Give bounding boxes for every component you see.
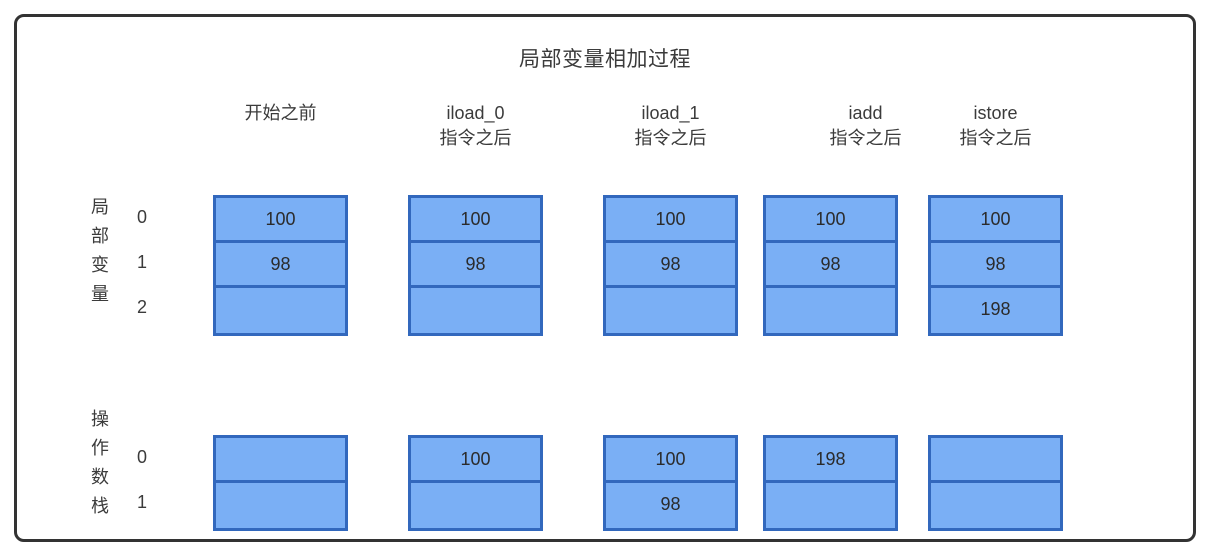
operand-stack-table-iload-1: 100 98	[603, 435, 738, 531]
operand-slot-cell	[931, 438, 1060, 483]
local-slot-cell: 98	[931, 243, 1060, 288]
operand-stack-table-iload-0: 100	[408, 435, 543, 531]
local-slot-cell	[606, 288, 735, 333]
column-header-line2: 指令之后	[959, 128, 1032, 148]
local-variables-table-iadd: 100 98	[763, 195, 898, 336]
diagram-frame: 局部变量相加过程 开始之前 iload_0 指令之后 iload_1 指令之后 …	[14, 14, 1196, 542]
operand-slot-cell: 98	[606, 483, 735, 528]
local-slot-cell: 100	[411, 198, 540, 243]
operand-slot-cell: 100	[411, 438, 540, 483]
column-header-line2: 指令之后	[829, 128, 902, 148]
local-slot-cell: 98	[411, 243, 540, 288]
slot-index: 0	[136, 447, 147, 467]
column-header-line1: iadd	[848, 103, 883, 123]
local-slot-cell: 98	[606, 243, 735, 288]
local-variables-table-iload-0: 100 98	[408, 195, 543, 336]
local-slot-cell	[216, 288, 345, 333]
local-variables-table-iload-1: 100 98	[603, 195, 738, 336]
operand-slot-cell	[216, 483, 345, 528]
column-header-line2: 指令之后	[634, 128, 707, 148]
operand-slot-cell	[766, 483, 895, 528]
slot-index: 0	[136, 207, 147, 227]
column-header-line1: 开始之前	[244, 103, 317, 123]
column-header-iadd: iadd 指令之后	[798, 101, 933, 151]
local-slot-cell: 198	[931, 288, 1060, 333]
operand-slot-cell: 100	[606, 438, 735, 483]
slot-index: 1	[136, 252, 147, 272]
diagram-title: 局部变量相加过程	[519, 48, 691, 71]
local-slot-cell: 98	[766, 243, 895, 288]
slot-index: 1	[136, 492, 147, 512]
local-slot-cell: 100	[766, 198, 895, 243]
local-slot-cell: 100	[931, 198, 1060, 243]
operand-stack-table-istore	[928, 435, 1063, 531]
operand-stack-index-column: 0 1	[129, 435, 155, 525]
local-variables-index-column: 0 1 2	[129, 195, 155, 330]
local-variables-group-label: 局部变量	[91, 197, 109, 304]
local-variables-table-before: 100 98	[213, 195, 348, 336]
local-slot-cell	[411, 288, 540, 333]
operand-slot-cell	[411, 483, 540, 528]
operand-slot-cell	[216, 438, 345, 483]
column-header-line1: istore	[973, 103, 1018, 123]
operand-slot-cell	[931, 483, 1060, 528]
column-header-line2: 指令之后	[439, 128, 512, 148]
slot-index: 2	[136, 297, 147, 317]
local-variables-table-istore: 100 98 198	[928, 195, 1063, 336]
column-header-iload-0: iload_0 指令之后	[408, 101, 543, 151]
operand-stack-table-iadd: 198	[763, 435, 898, 531]
local-slot-cell: 98	[216, 243, 345, 288]
column-header-before: 开始之前	[213, 101, 348, 126]
operand-slot-cell: 198	[766, 438, 895, 483]
operand-stack-group-label: 操作数栈	[91, 409, 109, 516]
column-header-iload-1: iload_1 指令之后	[603, 101, 738, 151]
local-slot-cell: 100	[606, 198, 735, 243]
column-header-istore: istore 指令之后	[928, 101, 1063, 151]
local-slot-cell	[766, 288, 895, 333]
column-header-line1: iload_1	[641, 103, 700, 123]
column-header-line1: iload_0	[446, 103, 505, 123]
operand-stack-table-before	[213, 435, 348, 531]
local-slot-cell: 100	[216, 198, 345, 243]
